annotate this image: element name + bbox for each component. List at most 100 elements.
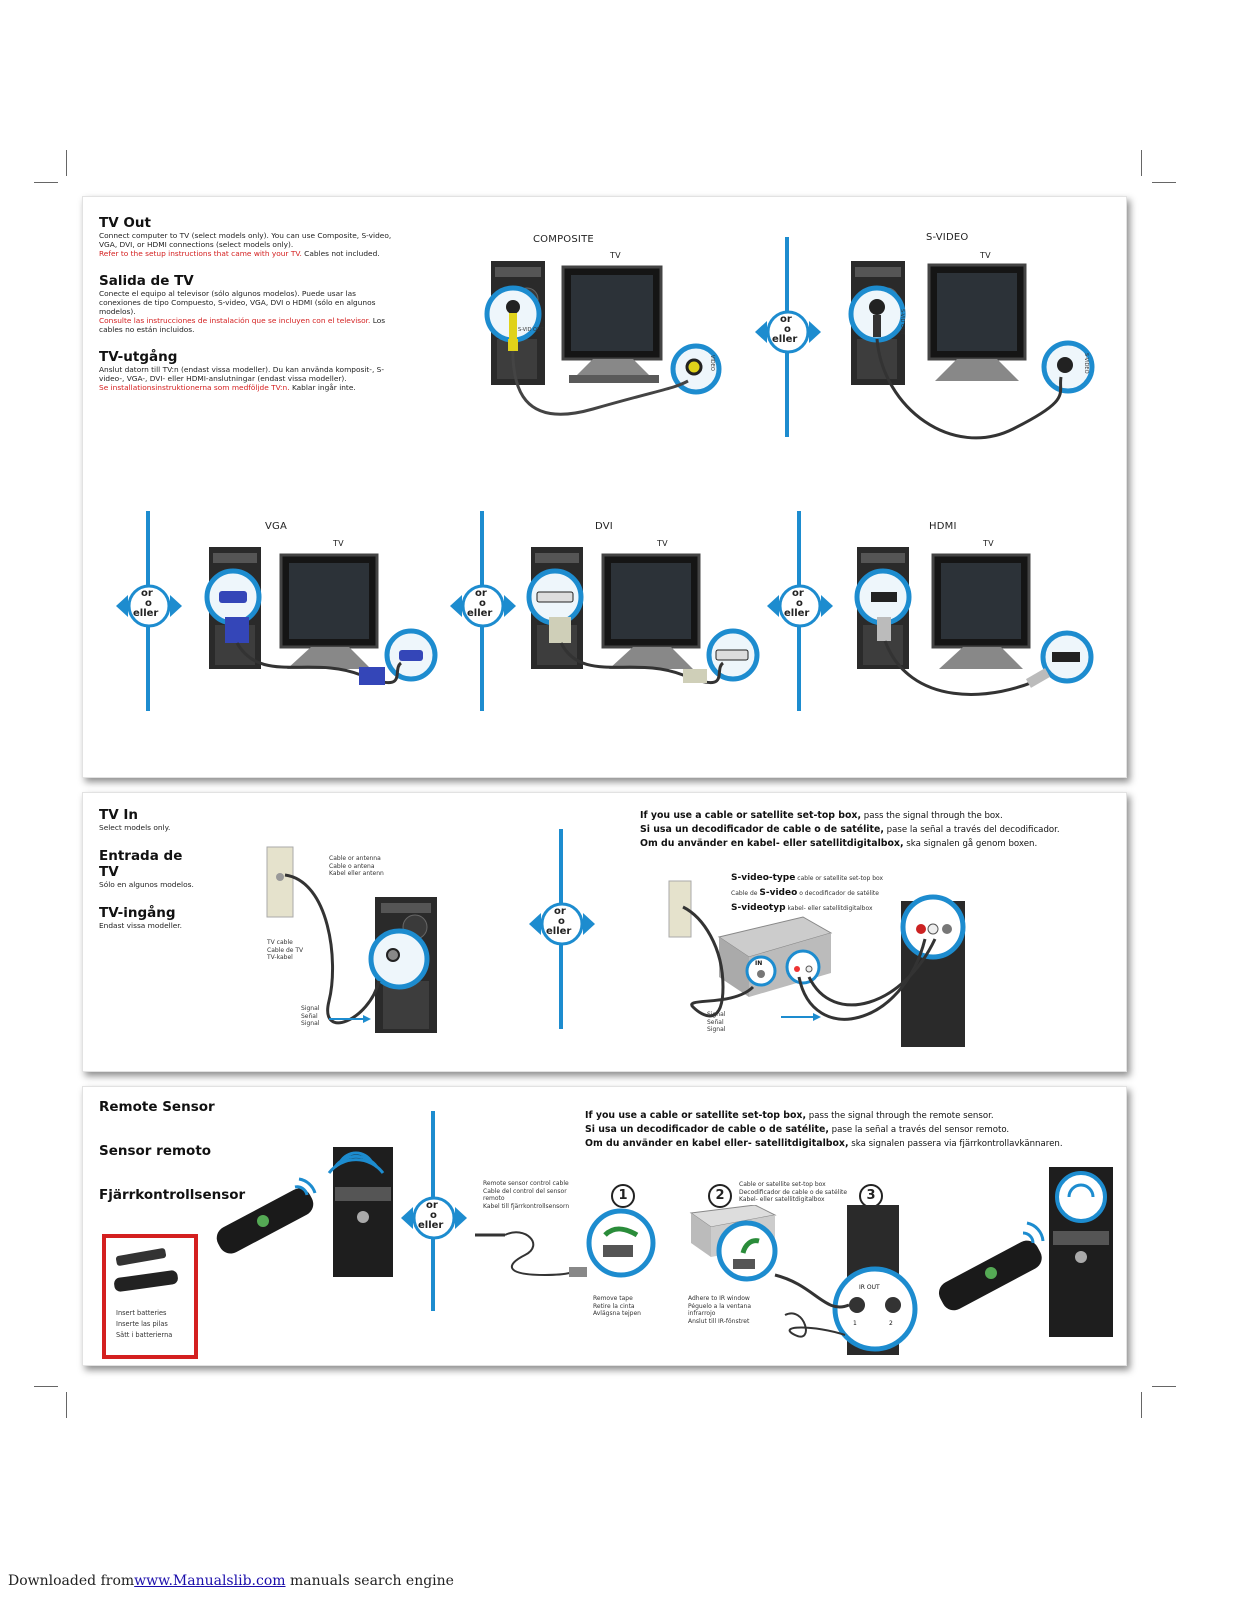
sensor-cable-en: Remote sensor control cable [483, 1180, 569, 1187]
svideo-diagram: S-VID OUT S-VIDEO [848, 261, 1095, 440]
o-word: o [430, 1210, 437, 1221]
or-badge: or o eller [753, 309, 823, 355]
crop-mark [1141, 150, 1142, 176]
signal-es: Señal [301, 1012, 318, 1020]
svideo-type-en-bold: S-video-type [731, 873, 796, 883]
stb-en: Cable or satellite set-top box [739, 1181, 826, 1188]
tv-out-body: Connect computer to TV (select models on… [99, 231, 392, 250]
svideo-type-es-bold: S-video [759, 888, 798, 898]
svideo-type-label: S-video-type cable or satellite set-top … [731, 871, 883, 916]
remote-note-en-bold: If you use a cable or satellite set-top … [585, 1110, 807, 1121]
tv-in-note-en: If you use a cable or satellite set-top … [640, 809, 1090, 823]
remote-note-sv-bold: Om du använder en kabel eller- satellitd… [585, 1138, 849, 1149]
batteries-label: Insert batteries Inserte las pilas Sätt … [116, 1308, 172, 1341]
sensor-cable-es: Cable del control del sensor remoto [483, 1187, 567, 1203]
hdmi-tv-label: TV [983, 539, 994, 548]
composite-tv-label: TV [610, 251, 621, 260]
signal-sv: Signal [301, 1020, 320, 1028]
ingang-body: Endast vissa modeller. [99, 921, 182, 931]
crop-mark [66, 1392, 67, 1418]
or-word: or [426, 1200, 438, 1211]
or-badge: or o eller [448, 583, 518, 629]
tv-in-note-sv-text: ska signalen gå genom boxen. [906, 839, 1038, 849]
remote-note-sv-text: ska signalen passera via fjärrkontrollav… [851, 1139, 1063, 1149]
utgang-tail: Kablar ingår inte. [291, 383, 356, 393]
footer-prefix: Downloaded from [8, 1573, 135, 1589]
dvi-tv-label: TV [657, 539, 668, 548]
o-word: o [784, 324, 791, 335]
footer: Downloaded fromwww.Manualslib.com manual… [8, 1573, 454, 1589]
salida-note: Consulte las instrucciones de instalació… [99, 316, 399, 334]
adhere-label: Adhere to IR window Péguelo a la ventana… [688, 1295, 758, 1325]
tv-cable-en: TV cable [267, 939, 293, 946]
hdmi-label: HDMI [929, 521, 957, 532]
tv-in-text: TV In Select models only. Entrada de TV … [99, 807, 199, 931]
remote-title-en: Remote Sensor [99, 1099, 215, 1115]
eller-word: eller [418, 1220, 444, 1231]
signal-sv: Signal [707, 1026, 726, 1034]
crop-mark [1152, 1386, 1176, 1387]
tv-cable-es: Cable de TV [267, 946, 304, 954]
tv-in-title: TV In [99, 807, 138, 823]
svideo-label: S-VIDEO [926, 232, 969, 243]
dvi-label: DVI [595, 521, 613, 532]
tv-in-note-es: Si usa un decodificador de cable o de sa… [640, 823, 1090, 837]
batteries-en: Insert batteries [116, 1309, 167, 1317]
tv-in-note-sv: Om du använder en kabel- eller satellitd… [640, 837, 1090, 851]
crop-mark [66, 150, 67, 176]
tv-out-tail: Cables not included. [304, 249, 380, 259]
o-word: o [558, 916, 565, 927]
remote-note-en-text: pass the signal through the remote senso… [808, 1111, 994, 1121]
tv-cable-label: TV cable Cable de TV TV-kabel [267, 939, 303, 962]
adhere-es: Péguelo a la ventana infrarrojo [688, 1302, 752, 1318]
remote-note-en: If you use a cable or satellite set-top … [585, 1109, 1105, 1123]
step-1-badge: 1 [611, 1184, 635, 1208]
tv-out-text: TV Out Connect computer to TV (select mo… [99, 215, 399, 392]
remote-note-es-bold: Si usa un decodificador de cable o de sa… [585, 1124, 829, 1135]
tv-out-title: TV Out [99, 215, 151, 231]
stb-sv: Kabel- eller satellitdigitalbox [739, 1196, 825, 1204]
tv-in-note-sv-bold: Om du använder en kabel- eller satellitd… [640, 838, 904, 849]
remote-note-es-text: pase la señal a través del sensor remoto… [831, 1125, 1010, 1135]
svideo-type-en: S-video-type cable or satellite set-top … [731, 871, 883, 886]
salida-red: Consulte las instrucciones de instalació… [99, 316, 371, 326]
crop-mark [1141, 1392, 1142, 1418]
stb-diagram: IN [668, 880, 966, 1047]
o-word: o [479, 598, 486, 609]
tv-out-note: Refer to the setup instructions that cam… [99, 249, 399, 258]
signal-label: Signal Señal Signal [301, 1005, 319, 1028]
crop-mark [1152, 182, 1176, 183]
utgang-red: Se installationsinstruktionerna som medf… [99, 383, 290, 393]
adhere-sv: Anslut till IR-fönstret [688, 1317, 750, 1325]
batteries-es: Inserte las pilas [116, 1320, 168, 1328]
or-word: or [780, 314, 792, 325]
tv-out-red: Refer to the setup instructions that cam… [99, 249, 302, 259]
eller-word: eller [546, 926, 572, 937]
remote-title-es: Sensor remoto [99, 1143, 212, 1159]
remove-tape-en: Remove tape [593, 1295, 633, 1302]
remote-note-sv: Om du använder en kabel eller- satellitd… [585, 1137, 1105, 1151]
svg-text:S-VIDEO: S-VIDEO [1083, 353, 1089, 374]
utgang-note: Se installationsinstruktionerna som medf… [99, 383, 399, 392]
footer-link[interactable]: www.Manualslib.com [134, 1573, 286, 1589]
footer-suffix: manuals search engine [289, 1573, 454, 1589]
svideo-type-sv-text: kabel- eller satellitdigitalbox [787, 905, 873, 912]
tv-in-note-es-text: pase la señal a través del decodificador… [886, 825, 1060, 835]
remote-diagram-left [216, 1147, 393, 1277]
eller-word: eller [133, 608, 159, 619]
utgang-title: TV-utgång [99, 348, 178, 365]
tv-in-note-en-text: pass the signal through the box. [863, 811, 1003, 821]
sensor-cable-label: Remote sensor control cable Cable del co… [483, 1180, 573, 1210]
ir-2-text: 2 [889, 1320, 893, 1327]
tv-in-note-en-bold: If you use a cable or satellite set-top … [640, 810, 862, 821]
vga-diagram [204, 547, 438, 685]
tv-cable-sv: TV-kabel [267, 954, 293, 962]
antenna-sv: Kabel eller antenn [329, 870, 384, 878]
or-badge: or o eller [765, 583, 835, 629]
step-2-badge: 2 [708, 1184, 732, 1208]
in-text: IN [755, 960, 762, 967]
svideo-type-es-pre: Cable de [731, 890, 758, 897]
remote-steps-diagram: IR OUT 1 2 [475, 1205, 918, 1355]
sensor-cable-sv: Kabel till fjärrkontrollsensorn [483, 1202, 570, 1210]
entrada-body: Sólo en algunos modelos. [99, 880, 194, 890]
